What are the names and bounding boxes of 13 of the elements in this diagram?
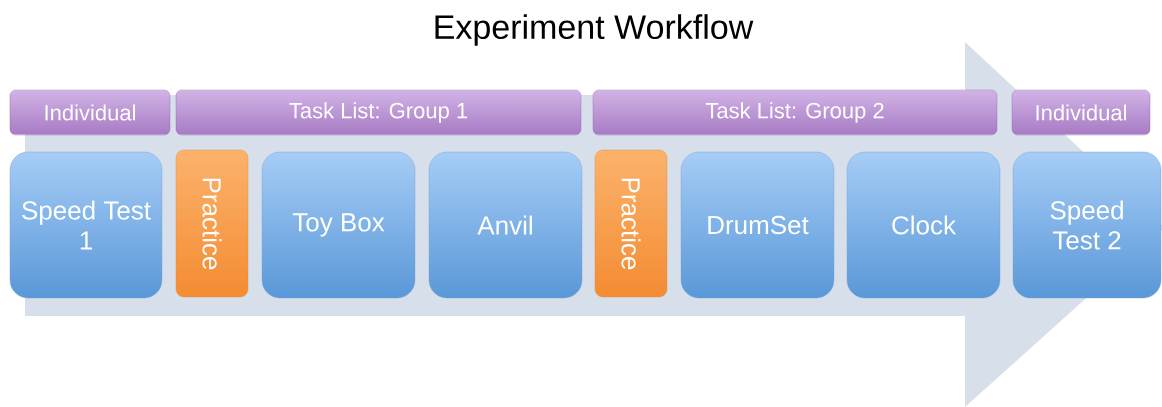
title: Experiment Workflow [435,14,754,46]
task-box: Anvil [428,151,583,299]
title-band: Task List: Group 1 [175,89,582,136]
task-box: Clock [846,151,1001,299]
title-band: Individual [9,89,171,136]
practice-box: Practice [594,149,668,298]
task-box: Toy Box [261,151,416,299]
title-band: Individual [1011,89,1151,136]
title-band: Task List: Group 2 [592,89,998,136]
practice-box: Practice [175,149,249,298]
task-box: DrumSet [680,151,835,299]
task-box: Speed Test 1 [9,151,163,299]
task-box: Speed Test 2 [1012,151,1162,299]
